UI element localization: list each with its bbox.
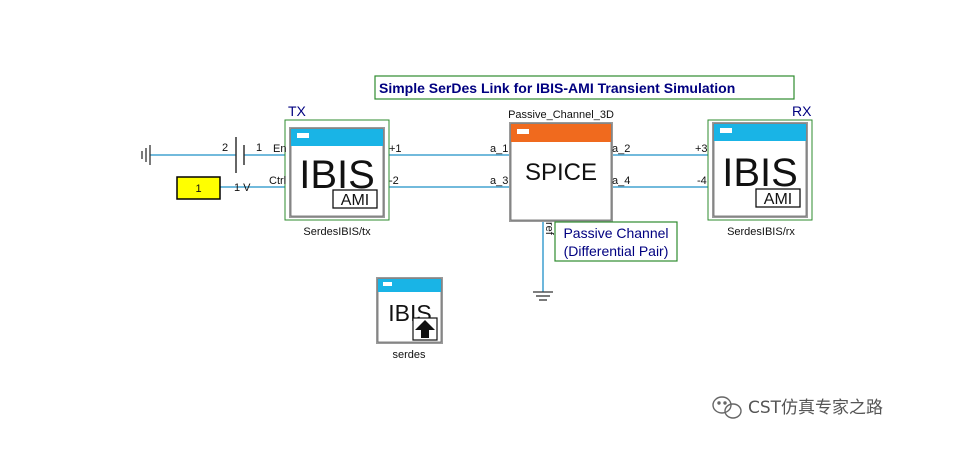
tx-pin-en: En [273,143,286,155]
tx-block[interactable]: IBIS AMI [284,119,390,221]
input-value: 1 [195,183,201,195]
rx-main-text: IBIS [722,151,798,195]
node-2-label: 2 [222,142,228,154]
rx-pin-plus3: +3 [695,143,708,155]
rx-sub-text: AMI [764,191,792,208]
channel-header: Passive_Channel_3D [508,109,614,121]
tx-tag: TX [288,103,307,119]
ground-icon [533,291,553,301]
rx-tag: RX [792,103,812,119]
channel-pin-a2: a_2 [612,143,630,155]
rx-block[interactable]: IBIS AMI [707,119,813,221]
serdes-name: serdes [392,349,426,361]
channel-annotation[interactable]: Passive Channel (Differential Pair) [554,221,678,262]
channel-annotation-line1: Passive Channel [563,225,668,241]
ground-icon [141,145,151,165]
title-annotation[interactable]: Simple SerDes Link for IBIS-AMI Transien… [374,75,795,100]
serdes-block[interactable]: IBIS [376,277,443,344]
upload-arrow-icon [412,317,438,341]
tx-pin-ctrl: Ctrl [269,175,286,187]
node-1-label: 1 [256,142,262,154]
tx-name: SerdesIBIS/tx [303,226,371,238]
tx-pin-minus2: -2 [389,175,399,187]
input-constant-block[interactable]: 1 [176,176,221,200]
channel-pin-a4: a_4 [612,175,630,187]
channel-main-text: SPICE [525,159,597,186]
tx-sub-text: AMI [341,192,369,209]
tx-pin-plus1: +1 [389,143,402,155]
battery-icon[interactable] [235,137,245,173]
channel-pin-ref: ref [543,222,555,236]
rx-pin-minus4: -4 [697,175,707,187]
voltage-label: 1 V [234,182,251,194]
wires [150,154,712,292]
rx-name: SerdesIBIS/rx [727,226,795,238]
channel-pin-a1: a_1 [490,143,508,155]
channel-pin-a3: a_3 [490,175,508,187]
channel-block[interactable]: SPICE [509,122,613,222]
watermark-text: CST仿真专家之路 [748,398,883,418]
channel-annotation-line2: (Differential Pair) [564,243,669,259]
wechat-icon [712,396,742,419]
schematic-title: Simple SerDes Link for IBIS-AMI Transien… [379,80,735,96]
